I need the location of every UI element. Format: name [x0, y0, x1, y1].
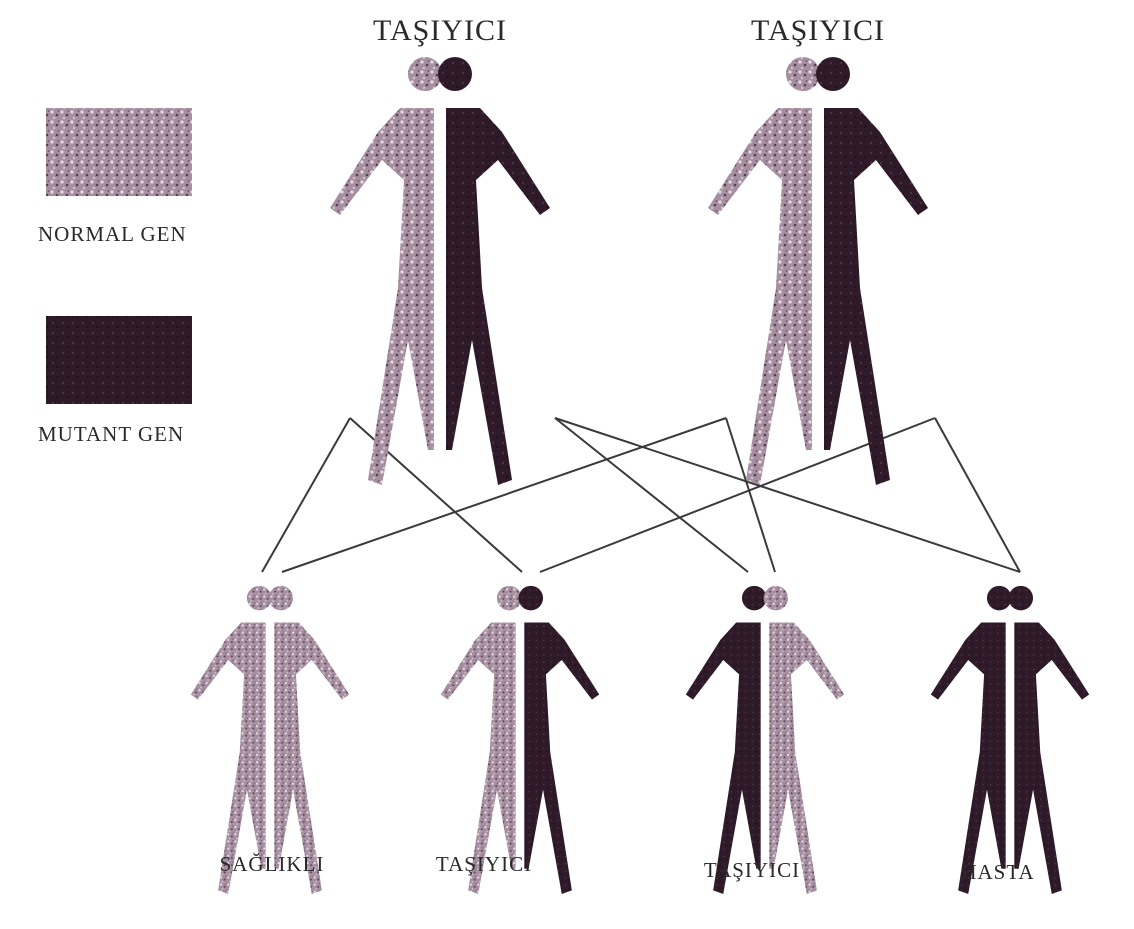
child-figure-3 — [686, 586, 844, 894]
child-figure-1 — [191, 586, 349, 894]
normal-gene-swatch — [46, 108, 192, 196]
child-figure-4 — [931, 586, 1089, 894]
legend — [46, 108, 192, 404]
parent-label-1: TAŞIYICI — [373, 14, 507, 48]
parent-figure-2 — [708, 57, 928, 485]
child-label-1: SAĞLIKLI — [220, 852, 325, 877]
child-label-3: TAŞIYICI — [704, 858, 800, 883]
child-figure-3-left-half — [686, 586, 767, 894]
parent-figure-1 — [330, 57, 550, 485]
child-label-4: HASTA — [961, 860, 1034, 885]
inheritance-line-3 — [555, 418, 748, 572]
parent-figure-1-right-half — [438, 57, 550, 485]
child-figure-2-left-half — [441, 586, 522, 894]
child-figure-1-right-half — [269, 586, 350, 894]
child-figure-3-right-half — [764, 586, 845, 894]
child-figure-1-left-half — [191, 586, 272, 894]
inheritance-line-4 — [555, 418, 1020, 572]
parent-figure-2-left-half — [708, 57, 820, 485]
child-figure-4-left-half — [931, 586, 1012, 894]
inheritance-line-1 — [262, 418, 350, 572]
child-figure-4-right-half — [1009, 586, 1090, 894]
figures-layer — [191, 57, 1089, 894]
parent-figure-2-right-half — [816, 57, 928, 485]
normal-gene-label: NORMAL GEN — [38, 222, 187, 247]
parent-label-2: TAŞIYICI — [751, 14, 885, 48]
mutant-gene-label: MUTANT GEN — [38, 422, 184, 447]
child-figure-2 — [441, 586, 599, 894]
mutant-gene-swatch — [46, 316, 192, 404]
parent-figure-1-left-half — [330, 57, 442, 485]
child-figure-2-right-half — [519, 586, 600, 894]
child-label-2: TAŞIYICI — [436, 852, 532, 877]
